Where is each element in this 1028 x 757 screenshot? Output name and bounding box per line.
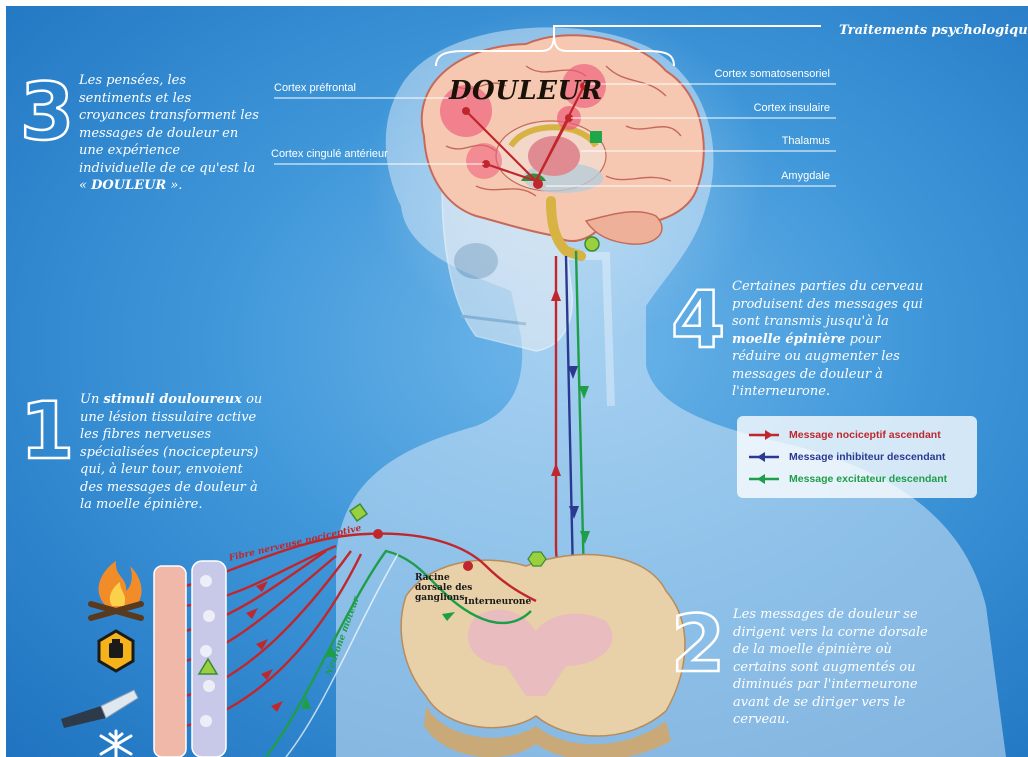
treatments-title: Traitements psychologiques bbox=[839, 23, 1028, 38]
arrow-icon bbox=[749, 473, 781, 485]
legend: Message nociceptif ascendant Message inh… bbox=[737, 416, 977, 498]
snowflake-icon bbox=[101, 731, 131, 757]
label-cortex-insulaire: Cortex insulaire bbox=[754, 102, 830, 114]
legend-item-ascending: Message nociceptif ascendant bbox=[749, 427, 941, 443]
legend-label: Message nociceptif ascendant bbox=[789, 429, 941, 441]
douleur-title: DOULEUR bbox=[449, 76, 603, 106]
step-2-number: 2 bbox=[671, 606, 725, 684]
legend-label: Message inhibiteur descendant bbox=[789, 451, 945, 463]
step-4-text: Certaines parties du cerveau produisent … bbox=[732, 278, 932, 401]
label-amygdale: Amygdale bbox=[781, 170, 830, 182]
arrow-icon bbox=[749, 451, 781, 463]
fire-icon bbox=[91, 561, 142, 618]
knife-icon bbox=[61, 690, 138, 728]
label-cortex-prefrontal: Cortex préfrontal bbox=[274, 82, 356, 94]
arrow-icon bbox=[749, 429, 781, 441]
label-thalamus: Thalamus bbox=[782, 135, 830, 147]
legend-item-inhibitory: Message inhibiteur descendant bbox=[749, 449, 945, 465]
legend-item-excitatory: Message excitateur descendant bbox=[749, 471, 947, 487]
step-1-text: Un stimuli douloureux ou une lésion tiss… bbox=[80, 391, 265, 514]
step-3-number: 3 bbox=[20, 74, 74, 152]
label-cortex-somatosensoriel: Cortex somatosensoriel bbox=[714, 68, 830, 80]
step-1-number: 1 bbox=[20, 393, 74, 471]
interneuron-label: Interneurone bbox=[464, 597, 531, 607]
infographic: Traitements psychologiques DOULEUR Corte… bbox=[6, 6, 1028, 757]
label-cortex-cingule: Cortex cingulé antérieur bbox=[271, 148, 388, 160]
step-2-text: Les messages de douleur se dirigent vers… bbox=[733, 606, 933, 729]
step-3-text: Les pensées, les sentiments et les croya… bbox=[79, 72, 259, 195]
hazard-icon bbox=[99, 631, 133, 671]
legend-label: Message excitateur descendant bbox=[789, 473, 947, 485]
step-4-number: 4 bbox=[671, 282, 725, 360]
